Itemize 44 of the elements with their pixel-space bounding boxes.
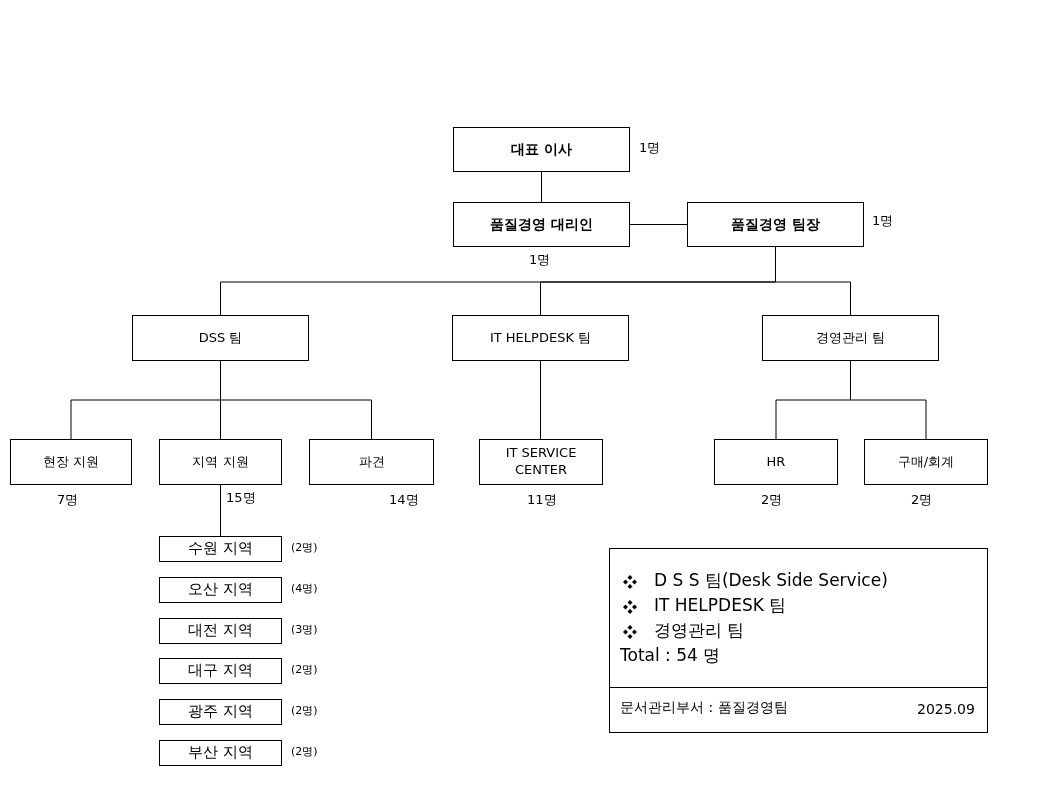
connector-line [541, 171, 542, 203]
connector-line [220, 484, 221, 537]
team-list-item: Total : 54 명 [620, 644, 721, 667]
org-box: 경영관리 팀 [762, 315, 939, 361]
connector-line [540, 360, 541, 440]
region-box: 대전 지역 [159, 618, 282, 644]
org-box: 지역 지원 [159, 439, 282, 485]
headcount-label: 1명 [639, 139, 661, 157]
connector-line [629, 224, 688, 225]
org-box: 현장 지원 [10, 439, 132, 485]
org-box: 파견 [309, 439, 434, 485]
headcount-label: (4명) [291, 581, 318, 596]
headcount-label: 2명 [911, 491, 933, 509]
info-panel [609, 548, 988, 733]
org-box: 품질경영 팀장 [687, 202, 864, 247]
headcount-label: 11명 [527, 491, 557, 509]
department-note: 문서관리부서 : 품질경영팀 [620, 699, 788, 717]
headcount-label: (3명) [291, 622, 318, 637]
headcount-label: (2명) [291, 703, 318, 718]
headcount-label: 15명 [226, 489, 256, 507]
org-box: 구매/회계 [864, 439, 988, 485]
date-label: 2025.09 [917, 701, 975, 717]
region-box: 광주 지역 [159, 699, 282, 725]
org-box: 대표 이사 [453, 127, 630, 172]
headcount-label: (2명) [291, 662, 318, 677]
headcount-label: 2명 [761, 491, 783, 509]
headcount-label: 7명 [57, 491, 79, 509]
headcount-label: (2명) [291, 540, 318, 555]
org-box: IT HELPDESK 팀 [452, 315, 629, 361]
headcount-label: 1명 [529, 251, 551, 269]
org-box: HR [714, 439, 838, 485]
org-box: 품질경영 대리인 [453, 202, 630, 247]
headcount-label: 1명 [872, 212, 894, 230]
region-box: 부산 지역 [159, 740, 282, 766]
team-list-item: D S S 팀(Desk Side Service) [654, 569, 888, 592]
region-box: 오산 지역 [159, 577, 282, 603]
region-box: 수원 지역 [159, 536, 282, 562]
team-list-item: 경영관리 팀 [654, 619, 745, 642]
org-box: DSS 팀 [132, 315, 309, 361]
headcount-label: 14명 [389, 491, 419, 509]
headcount-label: (2명) [291, 744, 318, 759]
org-box: IT SERVICE CENTER [479, 439, 603, 485]
team-list-item: IT HELPDESK 팀 [654, 594, 787, 617]
region-box: 대구 지역 [159, 658, 282, 684]
